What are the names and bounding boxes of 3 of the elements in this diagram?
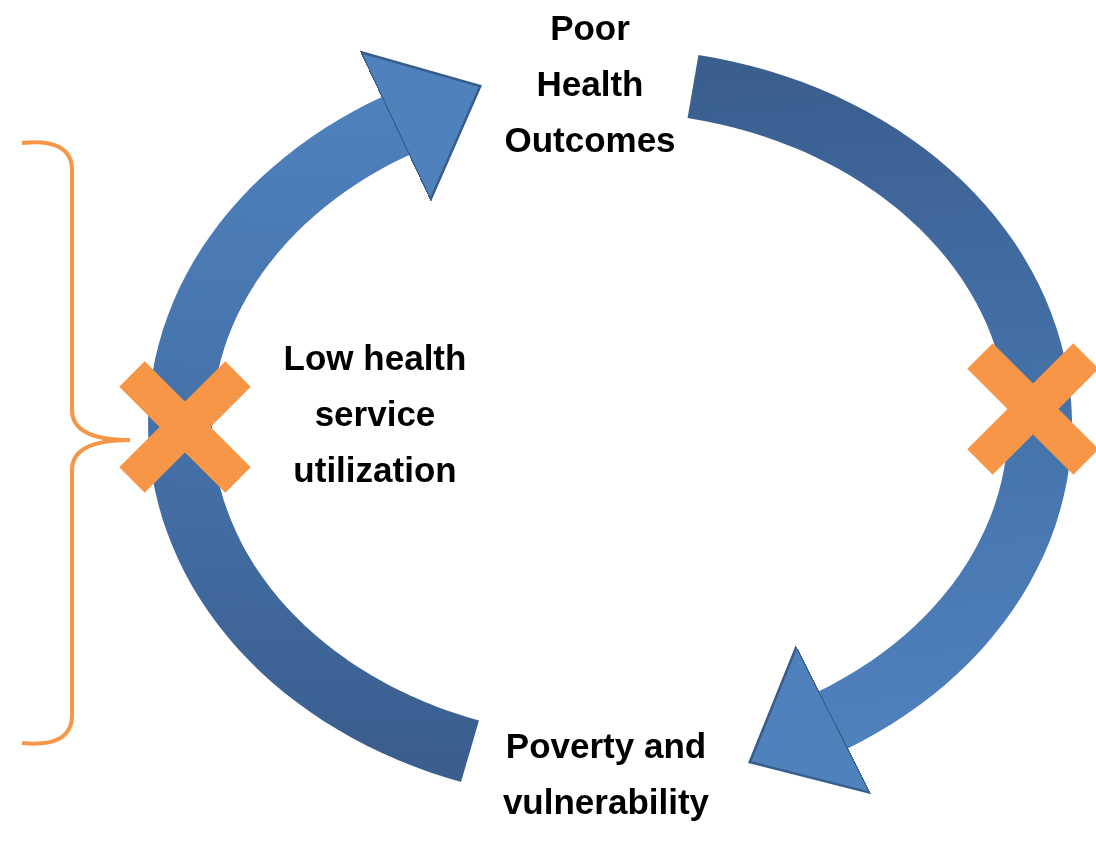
cycle-stage-text: Poor Health Outcomes xyxy=(495,0,685,168)
cycle-stage-text: Poverty and vulnerability xyxy=(478,718,734,830)
stage-label: Low health service utilization xyxy=(282,337,468,491)
